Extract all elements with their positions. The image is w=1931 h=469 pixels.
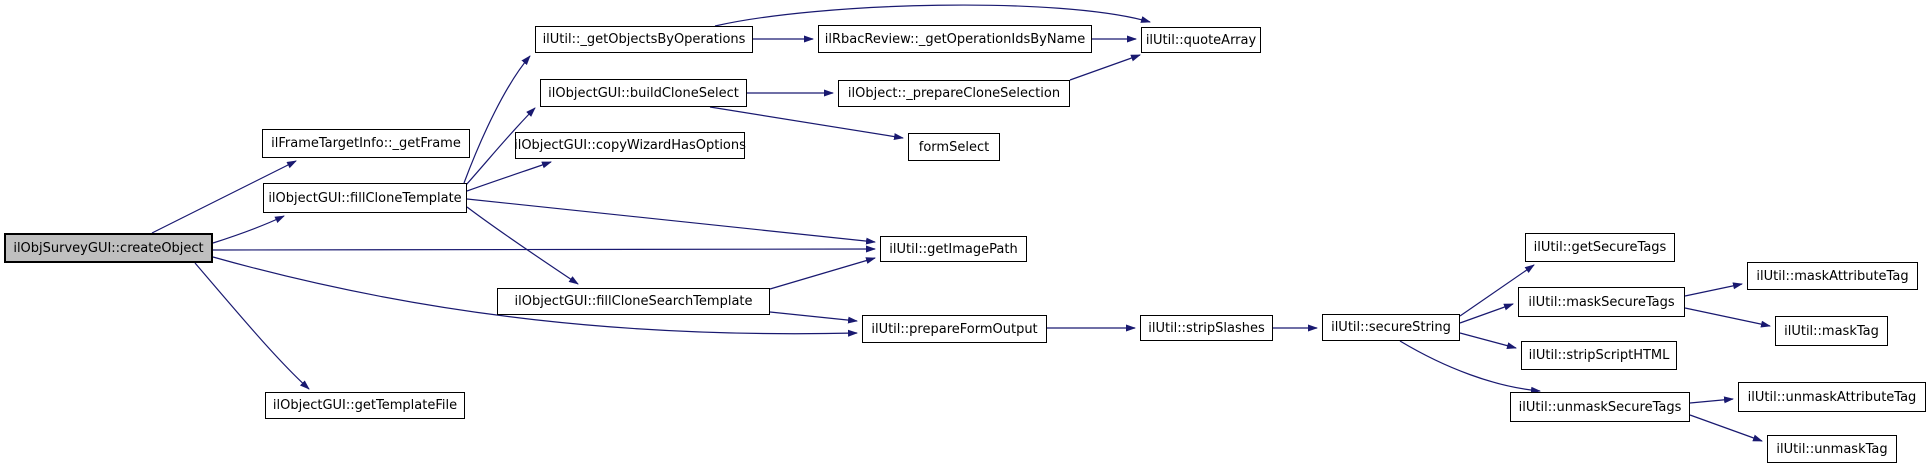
edge-secure-string-to-strip-script-html <box>1459 332 1517 350</box>
edge-unmask-secure-tags-to-unmask-tag <box>1689 414 1763 442</box>
edge-create-object-to-fill-clone-template <box>212 215 285 244</box>
node-mask-secure-tags[interactable]: ilUtil::maskSecureTags <box>1518 287 1685 317</box>
node-unmask-attribute-tag[interactable]: ilUtil::unmaskAttributeTag <box>1738 382 1926 412</box>
edge-fill-clone-template-to-copy-wizard-has-options <box>466 161 552 192</box>
edge-mask-secure-tags-to-mask-attribute-tag <box>1684 282 1743 297</box>
node-quote-array[interactable]: ilUtil::quoteArray <box>1141 27 1261 53</box>
node-prepare-clone-selection[interactable]: ilObject::_prepareCloneSelection <box>838 80 1070 107</box>
edge-create-object-to-prepare-form-output <box>212 256 858 337</box>
edge-create-object-to-get-frame <box>151 160 297 234</box>
node-label: ilUtil::getImagePath <box>889 241 1018 257</box>
node-get-frame[interactable]: ilFrameTargetInfo::_getFrame <box>262 129 470 158</box>
node-get-template-file[interactable]: ilObjectGUI::getTemplateFile <box>265 392 465 419</box>
node-label: ilUtil::maskAttributeTag <box>1756 268 1909 284</box>
node-create-object[interactable]: ilObjSurveyGUI::createObject <box>4 233 213 263</box>
edge-fill-clone-template-to-get-image-path <box>466 198 876 245</box>
node-secure-string[interactable]: ilUtil::secureString <box>1322 314 1460 341</box>
edge-mask-secure-tags-to-mask-tag <box>1684 307 1771 328</box>
edge-fill-clone-template-to-fill-clone-search-template <box>466 206 579 285</box>
node-prepare-form-output[interactable]: ilUtil::prepareFormOutput <box>862 315 1047 343</box>
node-label: ilObjectGUI::getTemplateFile <box>272 398 458 413</box>
node-form-select[interactable]: formSelect <box>908 133 1000 161</box>
node-label: ilObjectGUI::fillCloneSearchTemplate <box>514 294 753 309</box>
edges-group <box>151 4 1771 442</box>
node-fill-clone-template[interactable]: ilObjectGUI::fillCloneTemplate <box>263 183 467 213</box>
node-get-image-path[interactable]: ilUtil::getImagePath <box>880 236 1027 262</box>
node-copy-wizard-has-options[interactable]: ilObjectGUI::copyWizardHasOptions <box>514 132 746 159</box>
node-strip-slashes[interactable]: ilUtil::stripSlashes <box>1140 315 1273 341</box>
node-label: ilUtil::quoteArray <box>1145 32 1257 48</box>
node-label: ilRbacReview::_getOperationIdsByName <box>824 31 1086 47</box>
edge-create-object-to-get-image-path <box>212 245 876 253</box>
node-label: ilUtil::stripScriptHTML <box>1528 348 1670 363</box>
node-get-secure-tags[interactable]: ilUtil::getSecureTags <box>1525 233 1675 262</box>
node-mask-attribute-tag[interactable]: ilUtil::maskAttributeTag <box>1747 262 1918 290</box>
edge-fill-clone-search-template-to-prepare-form-output <box>769 311 858 324</box>
node-build-clone-select[interactable]: ilObjectGUI::buildCloneSelect <box>540 79 747 107</box>
node-fill-clone-search-template[interactable]: ilObjectGUI::fillCloneSearchTemplate <box>497 288 770 315</box>
node-label: ilUtil::unmaskAttributeTag <box>1747 389 1917 405</box>
node-label: ilObjectGUI::fillCloneTemplate <box>268 190 462 206</box>
node-label: ilUtil::maskSecureTags <box>1528 294 1675 310</box>
edge-build-clone-select-to-form-select <box>709 106 904 141</box>
node-label: ilObjSurveyGUI::createObject <box>13 240 204 256</box>
node-label: ilUtil::_getObjectsByOperations <box>542 32 746 47</box>
node-get-objects-by-operations[interactable]: ilUtil::_getObjectsByOperations <box>535 26 753 53</box>
node-mask-tag[interactable]: ilUtil::maskTag <box>1775 316 1888 346</box>
node-label: ilUtil::getSecureTags <box>1533 240 1667 255</box>
edge-fill-clone-template-to-get-objects-by-operations <box>463 55 531 184</box>
edge-get-objects-by-operations-to-quote-array <box>714 4 1151 27</box>
edge-secure-string-to-unmask-secure-tags <box>1399 340 1541 394</box>
node-unmask-secure-tags[interactable]: ilUtil::unmaskSecureTags <box>1510 392 1690 422</box>
node-label: ilUtil::unmaskSecureTags <box>1518 399 1682 415</box>
node-label: ilFrameTargetInfo::_getFrame <box>271 136 461 151</box>
edge-secure-string-to-mask-secure-tags <box>1459 303 1514 324</box>
node-label: ilUtil::stripSlashes <box>1148 320 1265 336</box>
edge-fill-clone-search-template-to-get-image-path <box>769 257 876 290</box>
node-get-operation-ids-by-name[interactable]: ilRbacReview::_getOperationIdsByName <box>818 25 1092 53</box>
node-label: ilObjectGUI::copyWizardHasOptions <box>514 138 746 153</box>
node-label: ilUtil::secureString <box>1331 320 1451 335</box>
edge-fill-clone-template-to-build-clone-select <box>465 107 536 186</box>
node-label: ilObjectGUI::buildCloneSelect <box>548 85 739 101</box>
node-label: ilUtil::unmaskTag <box>1776 441 1888 457</box>
edge-secure-string-to-get-secure-tags <box>1459 264 1535 317</box>
edge-unmask-secure-tags-to-unmask-attribute-tag <box>1689 396 1734 404</box>
edge-create-object-to-get-template-file <box>194 262 310 390</box>
node-label: ilUtil::prepareFormOutput <box>871 321 1038 337</box>
node-label: formSelect <box>918 139 990 155</box>
node-label: ilUtil::maskTag <box>1784 323 1879 339</box>
node-label: ilObject::_prepareCloneSelection <box>847 86 1061 101</box>
edge-prepare-clone-selection-to-quote-array <box>1069 54 1141 81</box>
node-unmask-tag[interactable]: ilUtil::unmaskTag <box>1767 435 1897 463</box>
node-strip-script-html[interactable]: ilUtil::stripScriptHTML <box>1521 341 1677 370</box>
